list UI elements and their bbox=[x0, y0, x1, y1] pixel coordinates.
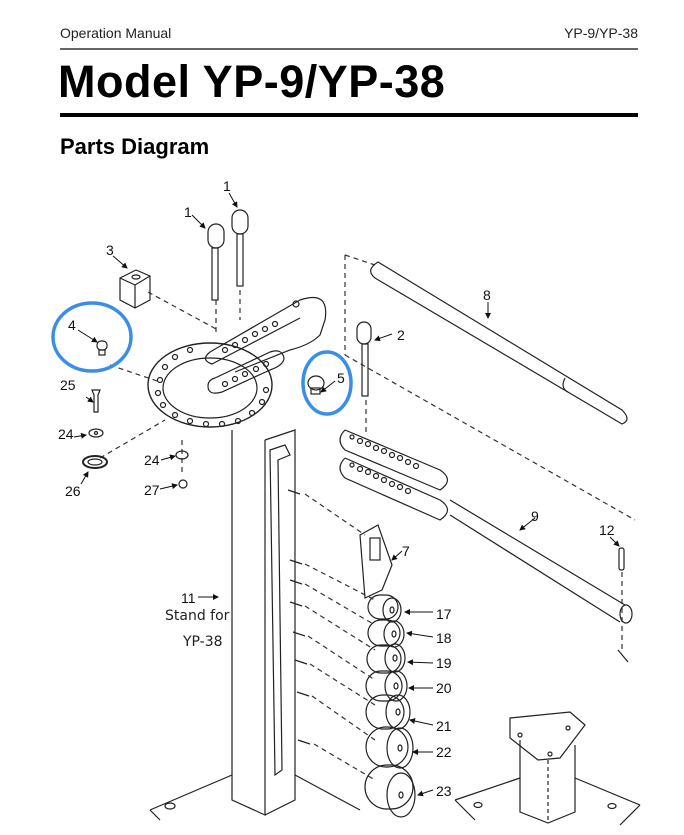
bending-arm bbox=[204, 296, 327, 394]
label-part-5: 5 bbox=[337, 370, 345, 386]
page-title: Model YP-9/YP-38 bbox=[58, 56, 446, 107]
pin-1 bbox=[207, 209, 249, 301]
block-3 bbox=[119, 269, 151, 309]
label-part-8: 8 bbox=[483, 287, 491, 303]
label-part-12: 12 bbox=[599, 522, 615, 538]
bracket-7 bbox=[359, 524, 393, 599]
handle-arm-9 bbox=[339, 429, 633, 624]
pin-2 bbox=[356, 321, 372, 397]
label-part-3: 3 bbox=[106, 242, 114, 258]
cap-4 bbox=[96, 340, 108, 356]
label-part-1a: 1 bbox=[223, 178, 231, 194]
assembly-lines bbox=[99, 254, 636, 781]
cap-5 bbox=[307, 375, 325, 395]
label-part-21: 21 bbox=[436, 718, 452, 734]
highlight-circle-part-5 bbox=[301, 350, 353, 416]
label-part-26: 26 bbox=[65, 483, 81, 499]
label-part-1b: 1 bbox=[184, 204, 192, 220]
small-hardware bbox=[82, 389, 629, 663]
label-part-2: 2 bbox=[397, 327, 405, 343]
label-part-19: 19 bbox=[436, 655, 452, 671]
label-part-20: 20 bbox=[436, 680, 452, 696]
stand-note-line1: Stand for bbox=[165, 608, 230, 624]
label-part-23: 23 bbox=[436, 783, 452, 799]
section-title: Parts Diagram bbox=[60, 134, 210, 159]
label-part-25: 25 bbox=[60, 377, 76, 393]
label-part-9: 9 bbox=[531, 508, 539, 524]
label-part-17: 17 bbox=[436, 606, 452, 622]
label-part-24b: 24 bbox=[144, 452, 160, 468]
handle-bar-8 bbox=[370, 261, 628, 425]
label-part-22: 22 bbox=[436, 744, 452, 760]
rollers bbox=[364, 594, 416, 818]
highlight-circle-part-4 bbox=[51, 301, 133, 373]
stand-yp9 bbox=[454, 711, 641, 826]
stand-column bbox=[149, 429, 361, 821]
label-part-11: 11 bbox=[181, 590, 196, 606]
label-part-7: 7 bbox=[402, 543, 410, 559]
header-divider bbox=[60, 48, 638, 50]
title-divider bbox=[60, 113, 638, 117]
label-part-27: 27 bbox=[144, 482, 160, 498]
header-model: YP-9/YP-38 bbox=[564, 25, 638, 41]
roller-pegs bbox=[287, 489, 311, 745]
header-doc-type: Operation Manual bbox=[60, 25, 172, 41]
bending-plate bbox=[147, 342, 273, 428]
label-part-18: 18 bbox=[436, 630, 452, 646]
label-part-24a: 24 bbox=[58, 426, 74, 442]
stand-note-line2: YP-38 bbox=[182, 634, 223, 650]
label-part-4: 4 bbox=[68, 317, 76, 333]
